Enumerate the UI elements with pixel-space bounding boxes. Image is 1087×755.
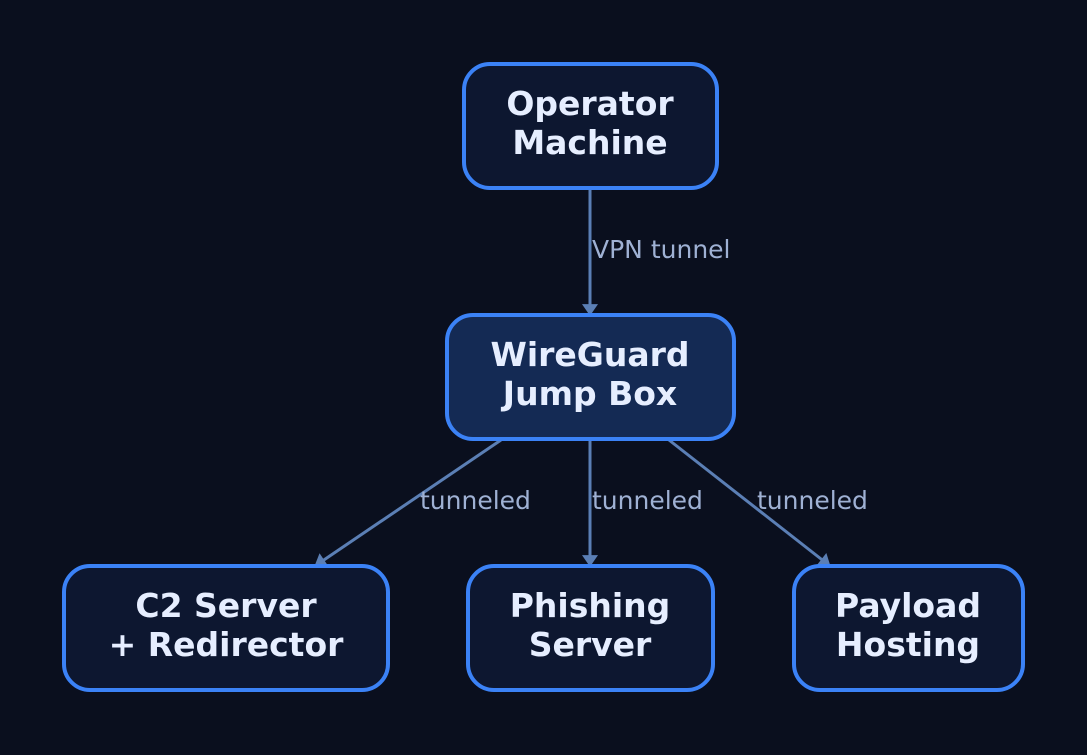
node-operator-line2: Machine: [512, 123, 667, 162]
edge-label-tunneled-phishing: tunneled: [592, 486, 703, 515]
node-c2-server: C2 Server + Redirector: [62, 564, 390, 692]
node-jumpbox-line2: Jump Box: [501, 374, 677, 413]
node-phishing-line1: Phishing: [510, 586, 671, 625]
edge-label-tunneled-payload: tunneled: [757, 486, 868, 515]
node-wireguard-jump-box: WireGuard Jump Box: [445, 313, 736, 441]
node-c2-line2: + Redirector: [109, 625, 345, 664]
node-operator-line1: Operator: [506, 84, 674, 123]
node-jumpbox-line1: WireGuard: [490, 335, 689, 374]
node-phishing-line2: Server: [529, 625, 652, 664]
node-phishing-server: Phishing Server: [466, 564, 715, 692]
node-payload-line2: Hosting: [836, 625, 980, 664]
edge-label-vpn-tunnel: VPN tunnel: [592, 235, 731, 264]
edge-label-tunneled-c2: tunneled: [420, 486, 531, 515]
node-payload-hosting: Payload Hosting: [792, 564, 1025, 692]
node-c2-line1: C2 Server: [135, 586, 317, 625]
node-payload-line1: Payload: [835, 586, 981, 625]
edge-jumpbox-to-payload: [668, 438, 831, 568]
edge-jumpbox-to-c2: [314, 438, 502, 568]
node-operator-machine: Operator Machine: [462, 62, 719, 190]
